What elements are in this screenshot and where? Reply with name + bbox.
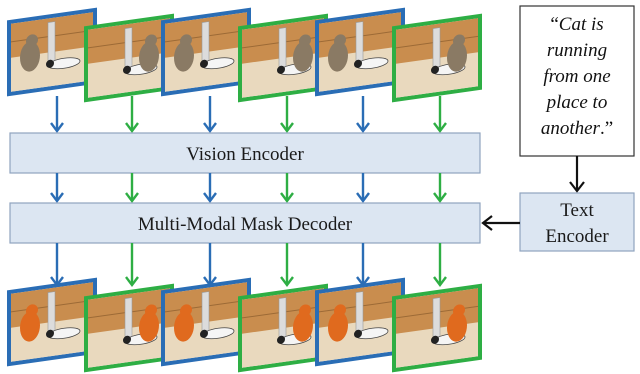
down-arrow-icon xyxy=(280,173,294,203)
output-frame-5 xyxy=(315,277,405,367)
down-arrow-icon xyxy=(280,243,294,287)
down-arrow-icon xyxy=(50,173,64,203)
input-frame-3 xyxy=(161,7,251,97)
down-arrow-icon xyxy=(280,96,294,133)
down-arrow-icon xyxy=(203,243,217,287)
frames-to-vision-encoder-arrows xyxy=(50,96,447,133)
down-arrow-icon xyxy=(125,173,139,203)
down-arrow-icon xyxy=(203,96,217,133)
input-frame-5 xyxy=(315,7,405,97)
decoder-to-output-arrows xyxy=(50,243,447,287)
cat xyxy=(174,41,194,72)
cat xyxy=(139,41,159,72)
down-arrow-icon xyxy=(50,96,64,133)
input-frame-4 xyxy=(238,13,328,103)
down-arrow-icon xyxy=(50,243,64,287)
text-encoder-label-line1: Text xyxy=(560,200,594,221)
down-arrow-icon xyxy=(433,243,447,287)
mask-decoder-box: Multi-Modal Mask Decoder xyxy=(9,202,481,244)
output-frame-4 xyxy=(238,283,328,373)
down-arrow-icon xyxy=(125,243,139,287)
down-arrow-icon xyxy=(433,96,447,133)
cat xyxy=(328,41,348,72)
cat-mask xyxy=(139,311,159,342)
down-arrow-icon xyxy=(356,96,370,133)
down-arrow-icon xyxy=(356,173,370,203)
output-frame-6 xyxy=(392,283,482,373)
cat-mask xyxy=(447,311,467,342)
prompt-line-4: place to xyxy=(545,92,608,113)
vision-encoder-box: Vision Encoder xyxy=(9,132,481,174)
encoder-to-decoder-arrows xyxy=(50,173,447,203)
output-frame-2 xyxy=(84,283,174,373)
prompt-to-text-encoder-arrow xyxy=(569,156,585,193)
output-mask-frames xyxy=(7,277,482,373)
input-frame-6 xyxy=(392,13,482,103)
cat xyxy=(293,41,313,72)
prompt-line-3: from one xyxy=(543,66,610,87)
input-video-frames xyxy=(7,7,482,103)
text-prompt-box: “Cat is running from one place to anothe… xyxy=(519,5,635,157)
down-arrow-icon xyxy=(356,243,370,287)
cat-mask xyxy=(174,311,194,342)
cat xyxy=(447,41,467,72)
down-arrow-icon xyxy=(125,96,139,133)
output-frame-1 xyxy=(7,277,97,367)
down-arrow-icon xyxy=(203,173,217,203)
prompt-line-2: running xyxy=(547,40,607,61)
cat-mask xyxy=(293,311,313,342)
cat-mask xyxy=(328,311,348,342)
text-encoder-label-line2: Encoder xyxy=(545,226,609,247)
down-arrow-icon xyxy=(433,173,447,203)
text-encoder-box: Text Encoder xyxy=(519,192,635,252)
input-frame-2 xyxy=(84,13,174,103)
output-frame-3 xyxy=(161,277,251,367)
text-encoder-to-decoder-arrow xyxy=(481,215,520,231)
prompt-line-1: “Cat is xyxy=(550,14,603,35)
prompt-line-5: another.” xyxy=(541,118,613,139)
input-frame-1 xyxy=(7,7,97,97)
vision-encoder-label: Vision Encoder xyxy=(186,144,304,165)
cat-mask xyxy=(20,311,40,342)
cat xyxy=(20,41,40,72)
mask-decoder-label: Multi-Modal Mask Decoder xyxy=(138,214,353,235)
